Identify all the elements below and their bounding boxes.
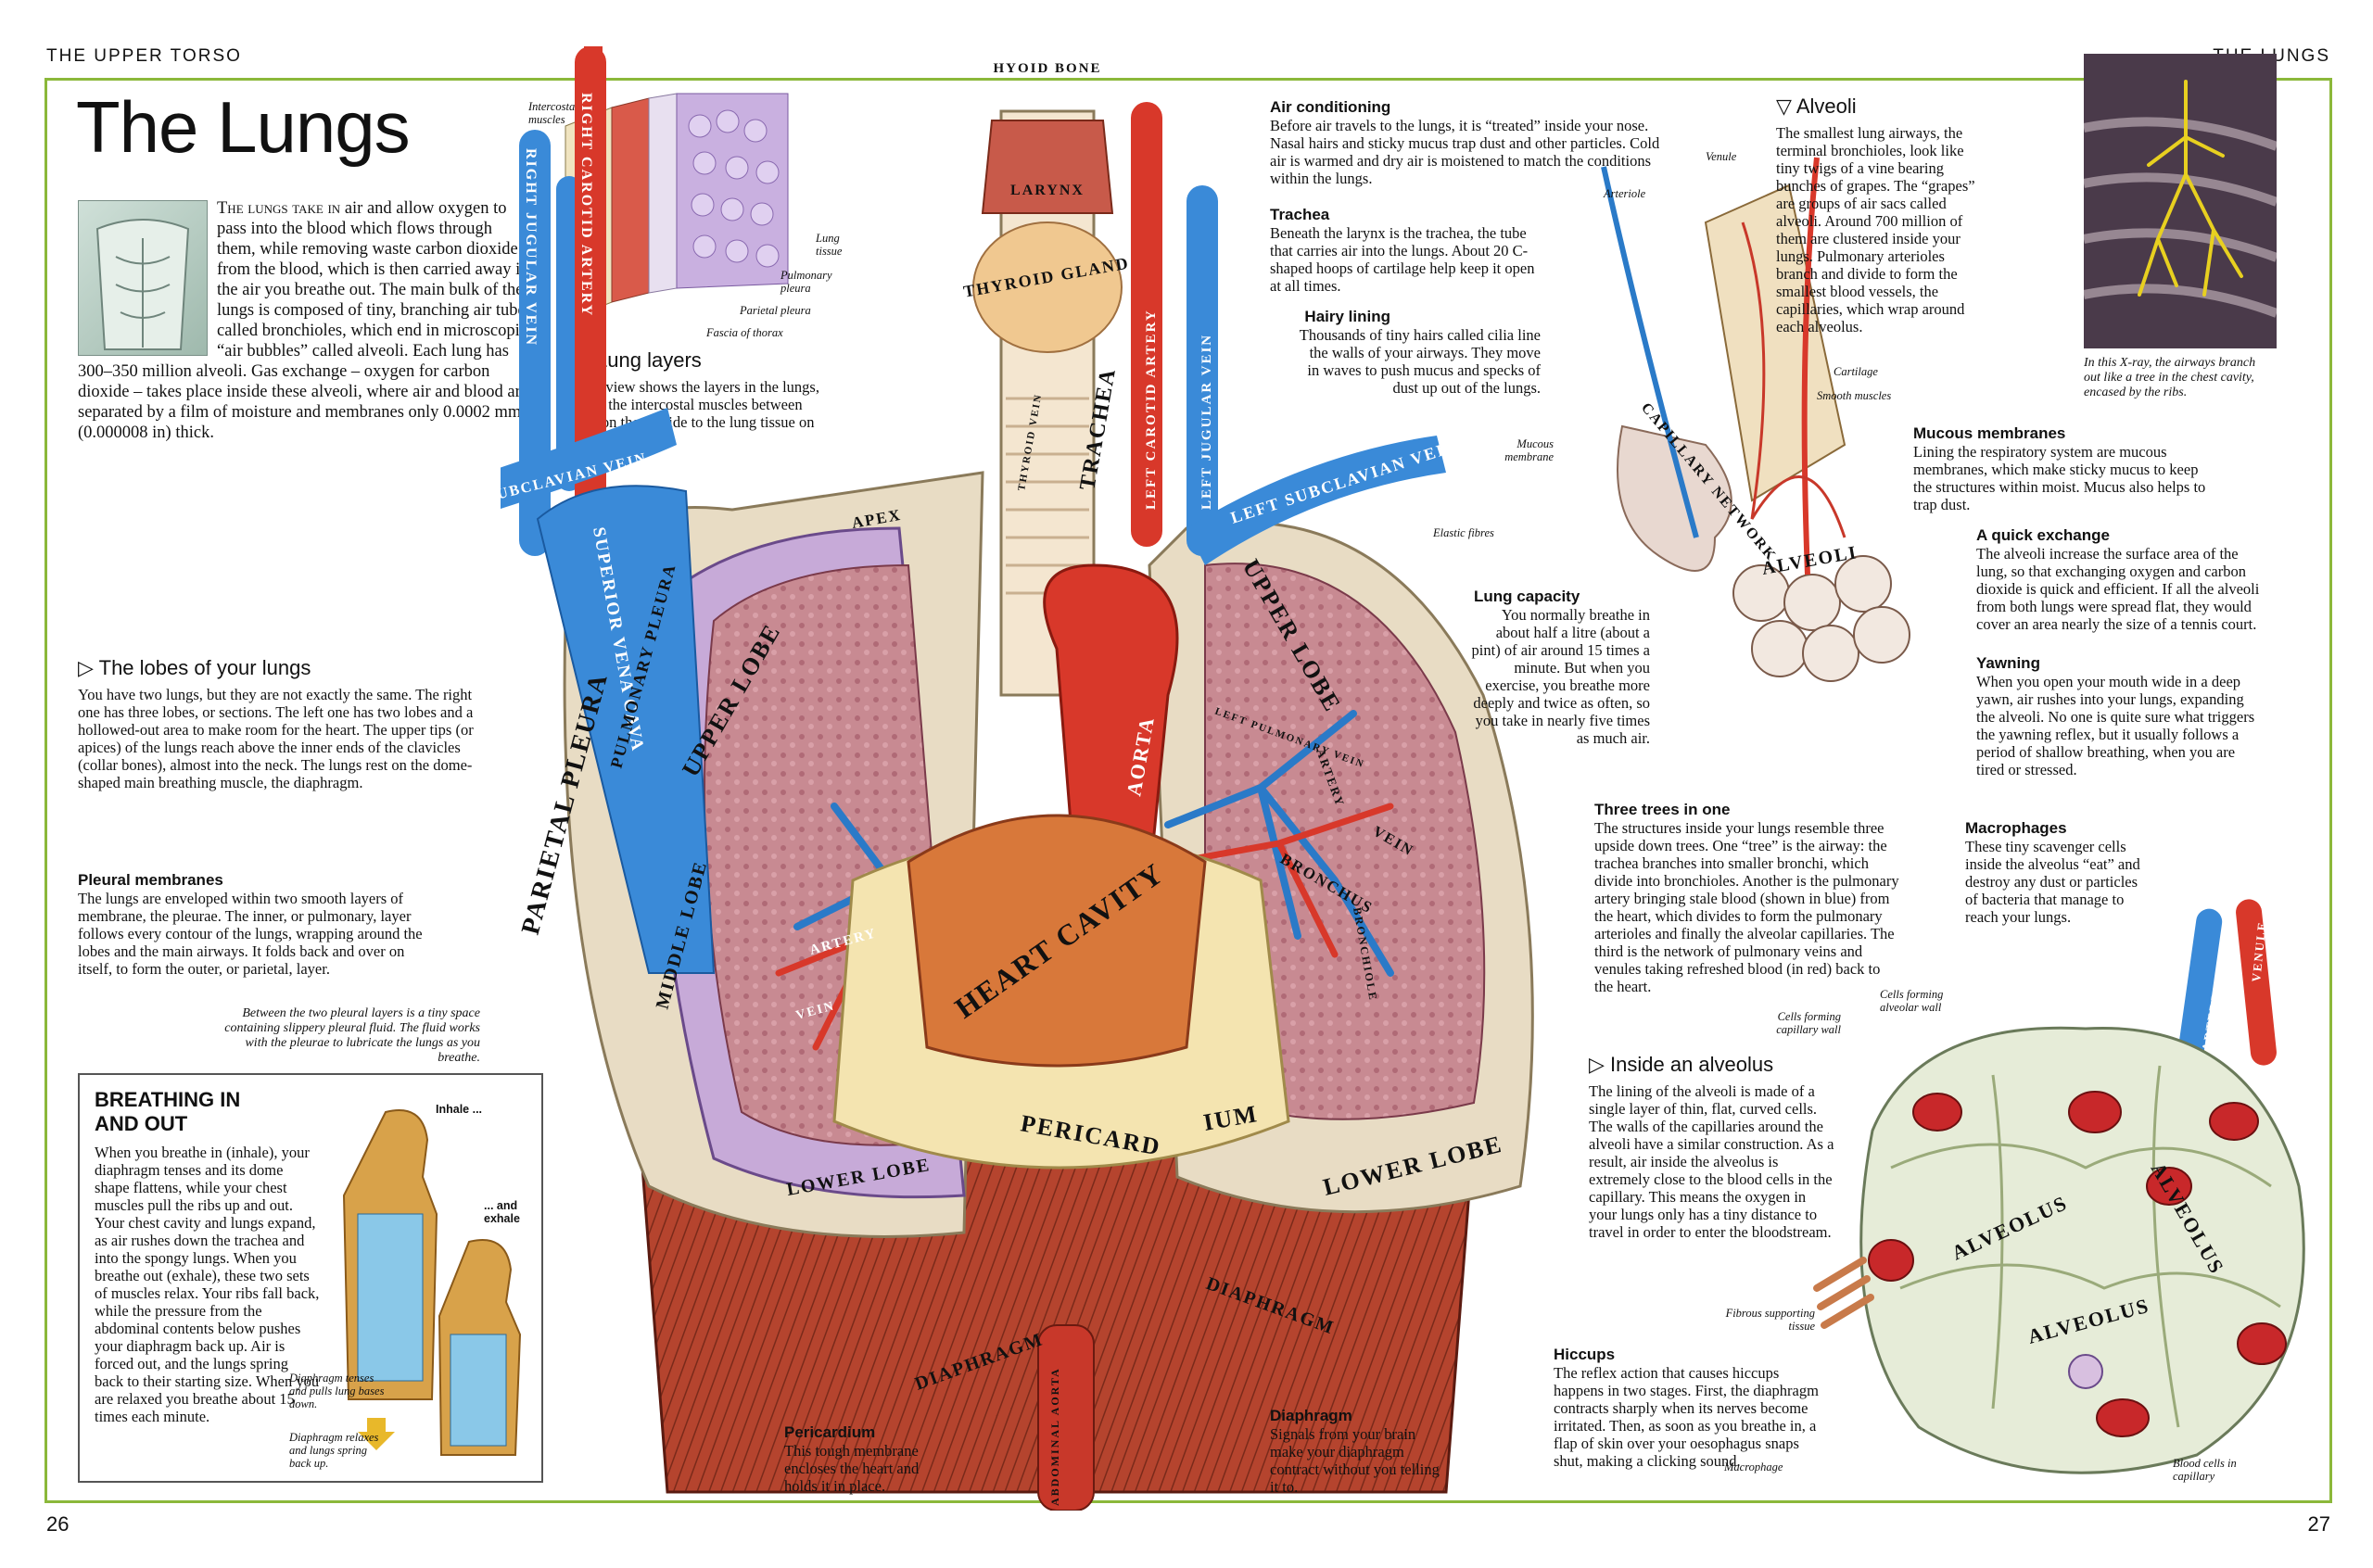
thyroid-shape [972, 221, 1123, 353]
cartilage-rings [1006, 397, 1089, 595]
pleural-caption: Between the two pleural layers is a tiny… [224, 1006, 480, 1065]
lbl-hyoid: HYOID BONE [993, 61, 1101, 76]
abdominal-aorta-shape [1037, 1324, 1095, 1511]
aorta-arch [1043, 563, 1179, 882]
macro-heading: Macrophages [1965, 819, 2067, 837]
pericardium-text: This tough membrane encloses the heart a… [784, 1442, 920, 1495]
left-lung [1204, 563, 1486, 1120]
mucous-heading: Mucous membranes [1913, 424, 2066, 442]
inhale-label: Inhale ... [436, 1103, 483, 1116]
heart-shape [907, 814, 1207, 1068]
trachea-heading: Trachea [1270, 206, 1330, 223]
left-carotid-artery [1131, 102, 1162, 547]
pericardium-heading: Pericardium [784, 1423, 876, 1441]
inside-text: The lining of the alveoli is made of a s… [1589, 1082, 1834, 1241]
yawning-heading: Yawning [1976, 654, 2040, 672]
label-pulmonary-pleura: Pulmonary pleura [780, 269, 832, 295]
diaphragm-text: Signals from your brain make your diaphr… [1270, 1425, 1440, 1496]
lbl-left-jugular: LEFT JUGULAR VEIN [1199, 334, 1214, 510]
lbl-right-carotid: RIGHT CAROTID ARTERY [578, 93, 594, 317]
pleural-text: The lungs are enveloped within two smoot… [78, 890, 423, 978]
folio-left: 26 [46, 1512, 70, 1536]
lbl-left-subclavian: LEFT SUBCLAVIAN VEIN [1228, 436, 1461, 526]
running-head-left: THE UPPER TORSO [46, 46, 242, 66]
breathing-box: BREATHING IN AND OUT When you breathe in… [78, 1073, 543, 1483]
intro-text: air and allow oxygen to pass into the bl… [78, 199, 532, 442]
right-jugular-vein [519, 130, 551, 556]
intro-paragraph: The lungs take in air and allow oxygen t… [78, 198, 534, 443]
alv-mucous-label: Mucous membrane [1504, 437, 1554, 463]
alv-cartilage-label: Cartilage [1834, 365, 1878, 378]
blood-label: Blood cells in capillary [2173, 1457, 2237, 1483]
capacity-text: You normally breathe in about half a lit… [1471, 606, 1650, 747]
left-jugular-vein [1186, 185, 1218, 556]
lobes-heading: ▷ The lobes of your lungs [78, 656, 311, 679]
lbl-capillary-network: CAPILLARY NETWORK [1638, 400, 1780, 564]
lbl-left-carotid: LEFT CAROTID ARTERY [1144, 309, 1159, 510]
alveoli-heading: ▽ Alveoli [1776, 95, 1857, 118]
torso-diagram: HYOID BONE LARYNX THYROID GLAND TRACHEA … [501, 46, 1534, 1511]
intro-lead: The lungs take in [217, 199, 341, 218]
label-parietal-pleura: Parietal pleura [740, 304, 811, 317]
label-intercostal: Intercostal muscles [528, 100, 578, 126]
breath-cap1: Diaphragm tenses and pulls lung bases do… [289, 1372, 385, 1410]
lobes-text: You have two lungs, but they are not exa… [78, 686, 474, 791]
page-title: The Lungs [76, 86, 411, 168]
hiccups-text: The reflex action that causes hiccups ha… [1554, 1364, 1819, 1470]
label-lung-tissue: Lung tissue [816, 232, 843, 258]
exhale-label: ... and exhale [484, 1199, 520, 1225]
alveoli-text-labels: CAPILLARY NETWORK ALVEOLI [1638, 400, 1859, 579]
svc-shape [536, 485, 716, 974]
diaphragm-heading: Diaphragm [1270, 1407, 1352, 1424]
lbl-alveoli: ALVEOLI [1760, 542, 1859, 579]
label-fascia: Fascia of thorax [706, 326, 783, 339]
quick-text: The alveoli increase the surface area of… [1976, 545, 2260, 633]
right-carotid-artery [575, 46, 606, 528]
yawning-text: When you open your mouth wide in a deep … [1976, 673, 2255, 778]
breathing-figures [342, 1109, 522, 1456]
alv-venule-label: Venule [1706, 150, 1737, 163]
hiccups-heading: Hiccups [1554, 1346, 1616, 1363]
lbl-right-jugular: RIGHT JUGULAR VEIN [523, 148, 539, 347]
inside-heading: ▷ Inside an alveolus [1589, 1053, 1774, 1076]
mucous-text: Lining the respiratory system are mucous… [1913, 443, 2206, 513]
alveoli-text: The smallest lung airways, the terminal … [1776, 124, 1975, 335]
xray-image [2083, 54, 2278, 348]
right-subclavian-vein [501, 408, 677, 510]
page-frame [44, 78, 2332, 1503]
hairy-heading: Hairy lining [1304, 308, 1390, 325]
alv-elastic-label: Elastic fibres [1433, 526, 1494, 539]
left-subclavian-vein [1186, 436, 1446, 565]
lbl-larynx: LARYNX [1010, 183, 1085, 198]
trees-heading: Three trees in one [1594, 801, 1731, 818]
macro-text: These tiny scavenger cells inside the al… [1965, 838, 2140, 926]
trees-text: The structures inside your lungs resembl… [1594, 819, 1899, 995]
torso-thumbnail [78, 200, 208, 356]
down-arrow-icon [358, 1418, 395, 1450]
hairy-text: Thousands of tiny hairs called cilia lin… [1299, 326, 1541, 397]
lbl-abd-aorta: ABDOMINAL AORTA [1048, 1367, 1061, 1506]
cap-wall-label: Cells forming capillary wall [1776, 1010, 1841, 1036]
macrophage-label: Macrophage [1724, 1461, 1783, 1473]
larynx-shape [981, 120, 1114, 214]
alv-smooth-label: Smooth muscles [1817, 389, 1892, 402]
air-cond-text: Before air travels to the lungs, it is “… [1270, 117, 1660, 187]
capacity-heading: Lung capacity [1474, 588, 1580, 605]
alveolus-illustration: ALVEOLUS ALVEOLUS ALVEOLUS ARTERIOLE VEN… [1813, 899, 2305, 1474]
breathing-heading: BREATHING IN AND OUT [95, 1088, 241, 1135]
alveoli-illustration [1601, 157, 1910, 682]
breathing-text: When you breathe in (inhale), your diaph… [95, 1144, 320, 1425]
air-cond-heading: Air conditioning [1270, 98, 1391, 116]
folio-right: 27 [2307, 1512, 2330, 1536]
quick-heading: A quick exchange [1976, 526, 2110, 544]
fibrous-label: Fibrous supporting tissue [1725, 1307, 1815, 1333]
lbl-venule: VENULE [2249, 920, 2269, 982]
breath-cap2: Diaphragm relaxes and lungs spring back … [289, 1431, 379, 1470]
pleural-heading: Pleural membranes [78, 871, 223, 889]
alv-wall-label: Cells forming alveolar wall [1880, 988, 1944, 1014]
alv-arteriole-label: Arteriole [1604, 187, 1646, 200]
xray-caption: In this X-ray, the airways branch out li… [2084, 356, 2256, 399]
trachea-text: Beneath the larynx is the trachea, the t… [1270, 224, 1535, 295]
